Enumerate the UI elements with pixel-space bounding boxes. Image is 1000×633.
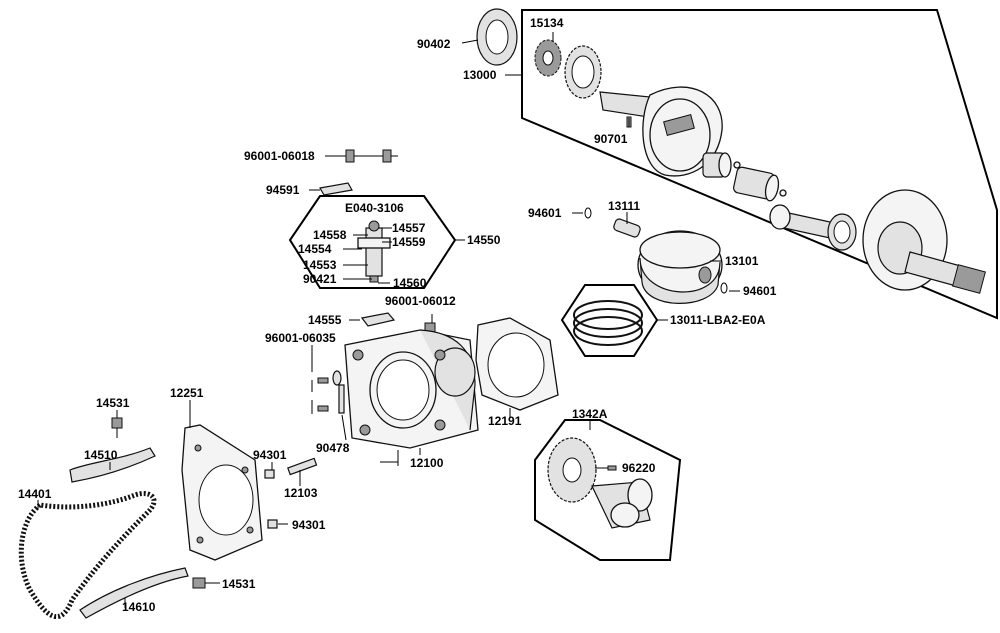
label-94601-left: 94601 [528, 206, 562, 220]
cam-chain-14401[interactable] [18, 491, 157, 620]
connecting-rod[interactable] [769, 204, 857, 251]
leader-lines [37, 32, 740, 608]
cam-chain-tensioner[interactable] [357, 220, 391, 283]
label-94601-right: 94601 [743, 284, 777, 298]
pin-96220[interactable] [607, 465, 617, 471]
head-gasket-12251[interactable] [181, 424, 263, 561]
piston-13101[interactable] [637, 230, 723, 304]
gasket-94591[interactable] [319, 182, 353, 196]
piston-ring-frame [560, 284, 659, 357]
drive-gear[interactable] [564, 45, 602, 99]
label-94591: 94591 [266, 183, 300, 197]
bolt-14531-upper[interactable] [111, 417, 123, 438]
label-14555: 14555 [308, 313, 342, 327]
label-14531-upper: 14531 [96, 396, 130, 410]
label-12251: 12251 [170, 386, 204, 400]
label-90402: 90402 [417, 37, 451, 51]
camshaft[interactable] [591, 478, 653, 529]
gasket-14555[interactable] [360, 312, 396, 327]
dowel-94301-lower[interactable] [267, 519, 278, 529]
label-90701: 90701 [594, 132, 628, 146]
label-12103: 12103 [284, 486, 318, 500]
label-14531-lower: 14531 [222, 577, 256, 591]
label-1342a: 1342A [572, 407, 608, 421]
label-96001-06012: 96001-06012 [385, 294, 456, 308]
label-96001-06035: 96001-06035 [265, 331, 336, 345]
label-12100: 12100 [410, 456, 444, 470]
label-96220: 96220 [622, 461, 656, 475]
dowel-pin-marker [380, 450, 399, 466]
label-13011-lba2-e0a: 13011-LBA2-E0A [670, 313, 766, 327]
circlip-94601-left[interactable] [584, 207, 592, 219]
tensioner-group-frame [288, 195, 457, 289]
label-15134: 15134 [530, 16, 564, 30]
camshaft-group-frame [534, 419, 682, 561]
label-14558: 14558 [313, 228, 347, 242]
washer-90402[interactable] [476, 8, 518, 66]
chain-guide-14510[interactable] [69, 447, 156, 483]
label-14559: 14559 [392, 235, 426, 249]
crankshaft-left-half[interactable] [599, 86, 723, 177]
chain-guide-14610[interactable] [79, 567, 189, 619]
bolts-96001-06018[interactable] [335, 149, 398, 163]
label-14553: 14553 [303, 258, 337, 272]
crankshaft-group-frame [521, 9, 998, 320]
o-ring-90478[interactable] [332, 370, 342, 386]
label-14510: 14510 [84, 448, 118, 462]
stud-12103[interactable] [287, 457, 318, 476]
cylinder-gasket-12191[interactable] [475, 317, 559, 411]
piston-ring-set-13011[interactable] [573, 300, 643, 346]
label-14401: 14401 [18, 487, 52, 501]
label-13111: 13111 [608, 199, 640, 213]
label-94301-upper: 94301 [253, 448, 287, 462]
label-e040-3106: E040-3106 [345, 201, 404, 215]
label-90478: 90478 [316, 441, 350, 455]
dowel-90478[interactable] [338, 384, 345, 414]
bolt-14531-lower[interactable] [192, 577, 206, 589]
circlip-94601-right[interactable] [720, 282, 728, 294]
cylinder-block-12100[interactable] [344, 329, 479, 449]
dowel-94301-upper[interactable] [264, 469, 275, 479]
piston-pin-13111[interactable] [613, 218, 642, 238]
bolts-96001-06035[interactable] [311, 377, 329, 414]
crank-pin[interactable] [733, 166, 787, 202]
label-14554: 14554 [298, 242, 332, 256]
label-14610: 14610 [122, 600, 156, 614]
label-14557: 14557 [392, 221, 426, 235]
crankshaft-right-half[interactable] [862, 189, 986, 294]
label-90421: 90421 [303, 272, 337, 286]
label-13000: 13000 [463, 68, 497, 82]
label-94301-lower: 94301 [292, 518, 326, 532]
main-bearing[interactable] [702, 152, 741, 178]
sprocket-15134[interactable] [534, 39, 562, 77]
label-96001-06018: 96001-06018 [244, 149, 315, 163]
label-12191: 12191 [488, 414, 522, 428]
label-14550: 14550 [467, 233, 501, 247]
cam-sprocket[interactable] [547, 437, 597, 503]
label-14560: 14560 [393, 276, 427, 290]
label-13101: 13101 [725, 254, 759, 268]
